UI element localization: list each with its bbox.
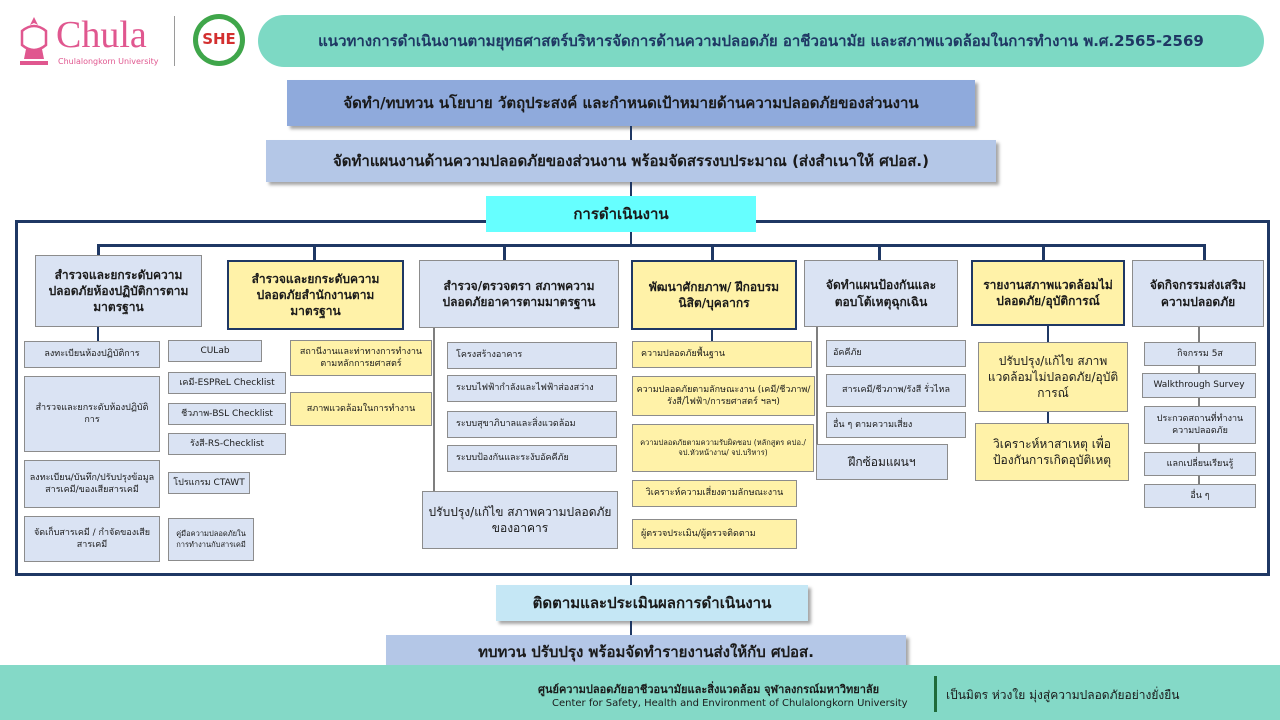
walkthrough-item: Walkthrough Survey xyxy=(1142,373,1256,398)
footer-bar xyxy=(0,665,1280,720)
risk-analysis-item: วิเคราะห์ความเสี่ยงตามลักษณะงาน xyxy=(632,480,797,507)
5s-item: กิจกรรม 5ส xyxy=(1144,342,1256,366)
she-logo: SHE xyxy=(193,14,245,66)
work-environment-item: สภาพแวดล้อมในการทำงาน xyxy=(290,392,432,426)
building-safety-header: สำรวจ/ตรวจตรา สภาพความปลอดภัยอาคารตามมาต… xyxy=(419,260,619,328)
connector xyxy=(97,244,100,256)
training-header: พัฒนาศักยภาพ/ ฝึกอบรมนิสิต/บุคลากร xyxy=(631,260,797,330)
connector xyxy=(1047,326,1049,342)
culab-item: CULab xyxy=(168,340,262,362)
fire-item: อัคคีภัย xyxy=(826,340,966,367)
auditor-item: ผู้ตรวจประเมิน/ผู้ตรวจติดตาม xyxy=(632,519,797,549)
connector xyxy=(97,327,99,343)
rs-checklist-item: รังสี-RS-Checklist xyxy=(168,433,286,455)
connector xyxy=(711,330,713,342)
footer-center-th: ศูนย์ความปลอดภัยอาชีวอนามัยและสิ่งแวดล้อ… xyxy=(538,683,880,696)
page-title: แนวทางการดำเนินงานตามยุทธศาสตร์บริหารจัด… xyxy=(258,15,1264,67)
connector xyxy=(878,244,881,260)
operations-box: การดำเนินงาน xyxy=(486,196,756,232)
footer-center-en: Center for Safety, Health and Environmen… xyxy=(552,698,908,709)
chemical-storage-item: จัดเก็บสารเคมี / กำจัดของเสียสารเคมี xyxy=(24,516,160,562)
branch-line xyxy=(97,244,1205,247)
emergency-header: จัดทำแผนป้องกันและตอบโต้เหตุฉุกเฉิน xyxy=(804,260,958,327)
connector xyxy=(816,327,818,447)
header-divider xyxy=(174,16,175,66)
connector xyxy=(711,244,714,260)
chula-logo-subtext: Chulalongkorn University xyxy=(58,57,159,66)
connector xyxy=(1203,244,1206,260)
ctawt-item: โปรแกรม CTAWT xyxy=(168,472,250,494)
other-activity-item: อื่น ๆ xyxy=(1144,484,1256,508)
lab-register-item: ลงทะเบียนห้องปฏิบัติการ xyxy=(24,341,160,368)
lab-survey-item: สำรวจและยกระดับห้องปฏิบัติการ xyxy=(24,376,160,452)
basic-safety-item: ความปลอดภัยพื้นฐาน xyxy=(632,341,812,368)
lab-safety-header: สำรวจและยกระดับความปลอดภัยห้องปฏิบัติการ… xyxy=(35,255,202,327)
connector xyxy=(630,576,632,586)
chemical-record-item: ลงทะเบียน/บันทึก/ปรับปรุงข้อมูลสารเคมี/ข… xyxy=(24,460,160,508)
building-improve-item: ปรับปรุง/แก้ไข สภาพความปลอดภัยของอาคาร xyxy=(422,491,618,549)
connector xyxy=(630,621,632,635)
knowledge-sharing-item: แลกเปลี่ยนเรียนรู้ xyxy=(1144,452,1256,476)
sanitation-item: ระบบสุขาภิบาลและสิ่งแวดล้อม xyxy=(447,411,617,438)
chemical-manual-item: คู่มือความปลอดภัยในการทำงานกับสารเคมี xyxy=(168,518,254,561)
workplace-contest-item: ประกวดสถานที่ทำงานความปลอดภัย xyxy=(1144,406,1256,444)
connector xyxy=(630,182,632,196)
job-safety-item: ความปลอดภัยตามลักษณะงาน (เคมี/ชีวภาพ/รัง… xyxy=(632,376,815,416)
policy-box: จัดทำ/ทบทวน นโยบาย วัตถุประสงค์ และกำหนด… xyxy=(287,80,975,126)
connector xyxy=(433,328,435,508)
chula-logo: Chula Chulalongkorn University xyxy=(12,12,162,70)
connector xyxy=(630,126,632,140)
espre-checklist-item: เคมี-ESPReL Checklist xyxy=(168,372,286,394)
fire-protection-item: ระบบป้องกันและระงับอัคคีภัย xyxy=(447,445,617,472)
leak-item: สารเคมี/ชีวภาพ/รังสี รั่วไหล xyxy=(826,374,966,407)
structure-item: โครงสร้างอาคาร xyxy=(447,342,617,369)
connector xyxy=(630,232,632,244)
bsl-checklist-item: ชีวภาพ-BSL Checklist xyxy=(168,403,286,425)
incident-report-header: รายงานสภาพแวดล้อมไม่ปลอดภัย/อุบัติการณ์ xyxy=(971,260,1125,326)
monitor-box: ติดตามและประเมินผลการดำเนินงาน xyxy=(496,585,808,621)
root-cause-item: วิเคราะห์หาสาเหตุ เพื่อป้องกันการเกิดอุบ… xyxy=(975,423,1129,481)
ergonomics-item: สถานีงานและท่าทางการทำงานตามหลักการยศาสต… xyxy=(290,340,432,376)
promotion-header: จัดกิจกรรมส่งเสริมความปลอดภัย xyxy=(1132,260,1264,327)
responsibility-safety-item: ความปลอดภัยตามความรับผิดชอบ (หลักสูตร คป… xyxy=(632,424,814,472)
review-box: ทบทวน ปรับปรุง พร้อมจัดทำรายงานส่งให้กับ… xyxy=(386,635,906,669)
other-risk-item: อื่น ๆ ตามความเสี่ยง xyxy=(826,412,966,438)
footer-divider xyxy=(934,676,937,712)
plan-box: จัดทำแผนงานด้านความปลอดภัยของส่วนงาน พร้… xyxy=(266,140,996,182)
chula-emblem-icon xyxy=(20,17,48,65)
incident-improve-item: ปรับปรุง/แก้ไข สภาพแวดล้อมไม่ปลอดภัย/อุบ… xyxy=(978,342,1128,412)
connector xyxy=(313,244,316,260)
she-logo-text: SHE xyxy=(202,30,236,48)
office-safety-header: สำรวจและยกระดับความปลอดภัยสำนักงานตามมาต… xyxy=(227,260,404,330)
drill-item: ฝึกซ้อมแผนฯ xyxy=(816,444,948,480)
footer-slogan: เป็นมิตร ห่วงใย มุ่งสู่ความปลอดภัยอย่างย… xyxy=(946,688,1180,702)
connector xyxy=(1047,412,1049,424)
connector xyxy=(1042,244,1045,260)
chula-logo-text: Chula xyxy=(56,14,147,56)
connector xyxy=(503,244,506,260)
electrical-item: ระบบไฟฟ้ากำลังและไฟฟ้าส่องสว่าง xyxy=(447,375,617,402)
